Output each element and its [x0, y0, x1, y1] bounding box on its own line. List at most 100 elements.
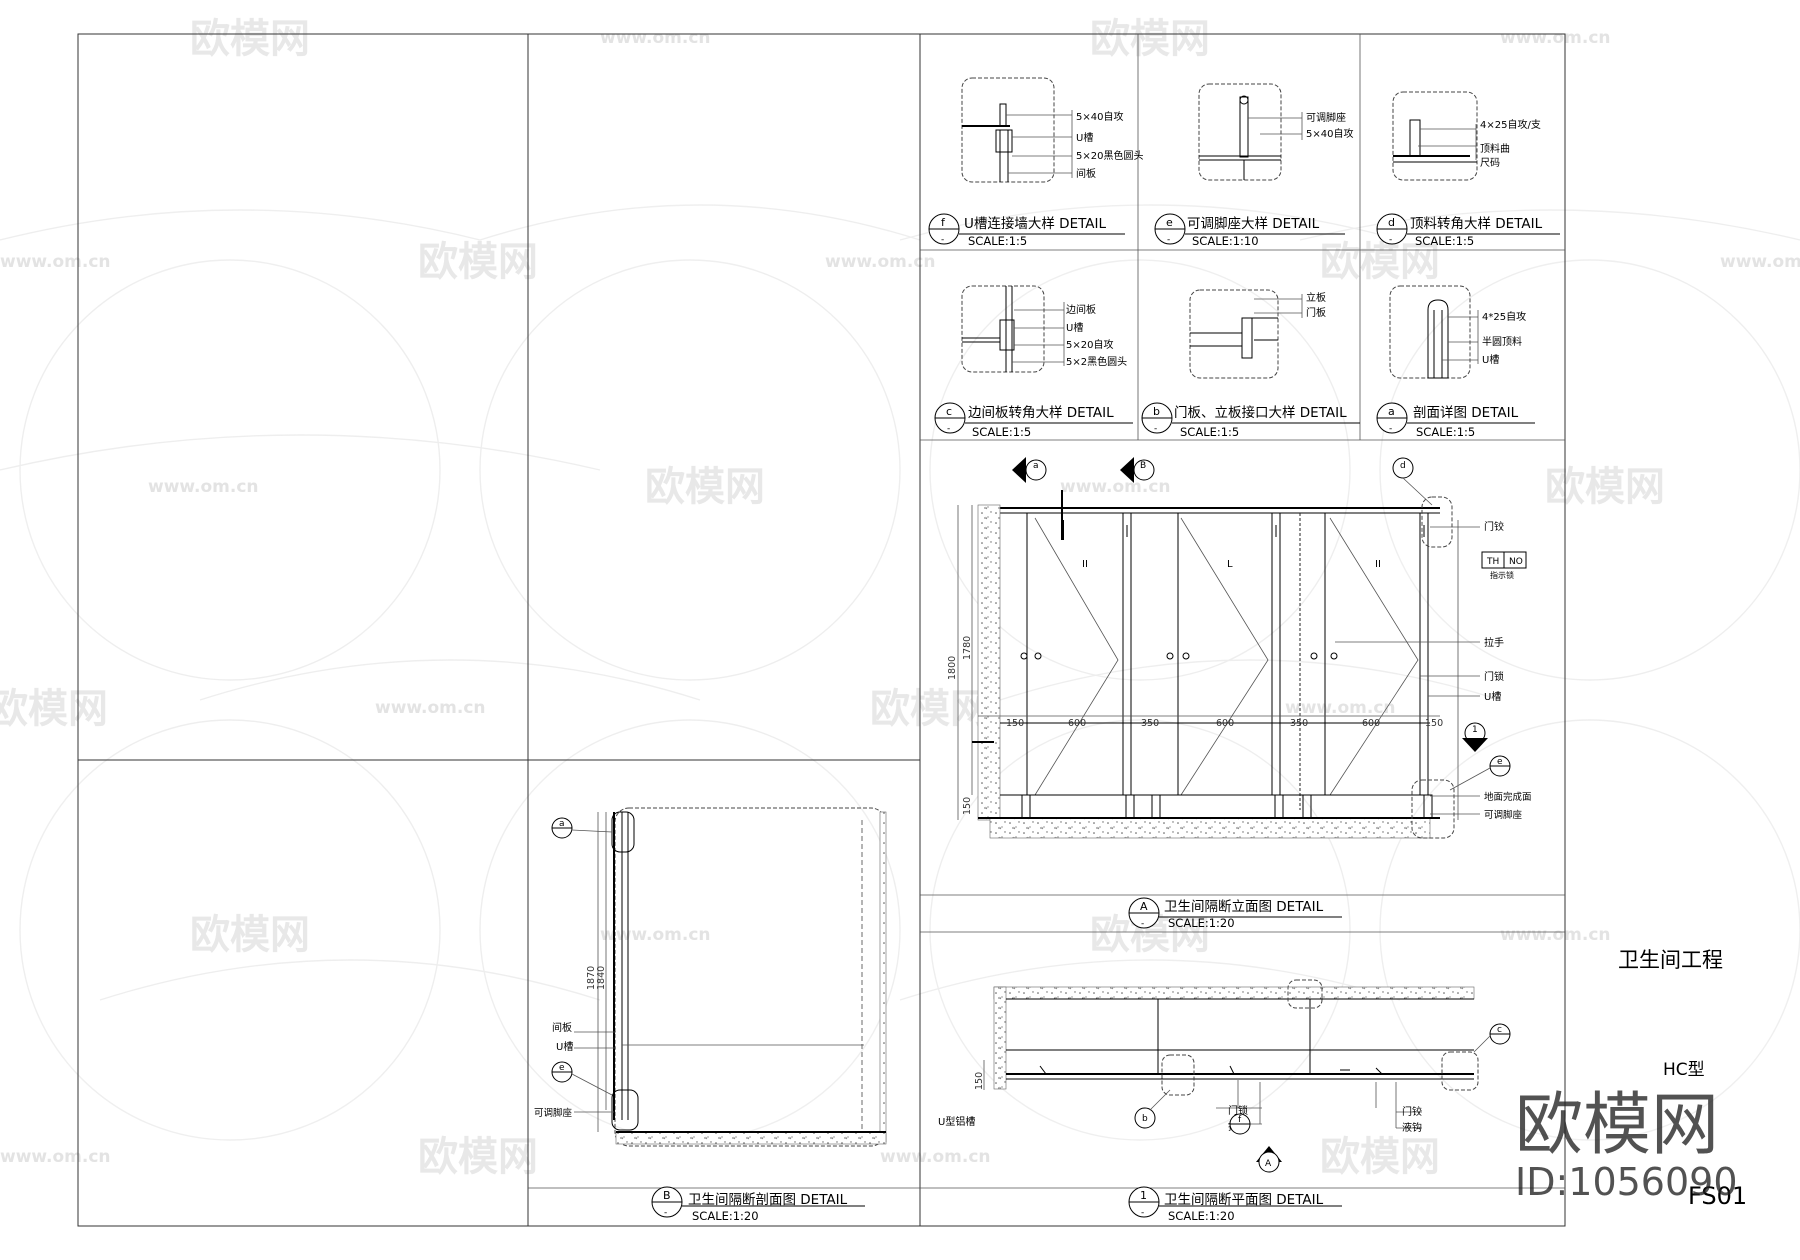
elev-ref-a: a — [1033, 461, 1039, 471]
detail-d: 4×25自攻/支 顶料曲 尺码 d - 顶料转角大样 DETAIL SCALE:… — [1376, 91, 1560, 248]
detail-b-scale: SCALE:1:5 — [1180, 425, 1239, 439]
sheet-number: FS01 — [1688, 1182, 1747, 1210]
watermark-url: www.om.cn — [1500, 28, 1611, 48]
note-f-3: 5×20黑色圆头 — [1076, 149, 1143, 162]
elevation-id: A — [1140, 900, 1148, 913]
sect-note-foot: 可调脚座 — [534, 1107, 573, 1119]
note-e-2: 5×40自攻 — [1306, 127, 1353, 140]
elev-note-lock: 门锁 — [1484, 670, 1504, 683]
elevation-scale: SCALE:1:20 — [1168, 916, 1235, 930]
note-c-3: 5×20自攻 — [1066, 338, 1113, 351]
elev-dim-h-1: 150 — [1006, 718, 1024, 729]
watermark-url: www.om.cn — [0, 1147, 111, 1167]
elev-note-hinge: 门铰 — [1484, 520, 1504, 533]
note-e-1: 可调脚座 — [1306, 111, 1346, 124]
detail-e-scale: SCALE:1:10 — [1192, 234, 1259, 248]
svg-text:-: - — [1389, 424, 1392, 434]
note-d-1: 4×25自攻/支 — [1480, 118, 1541, 131]
watermark-logo: 欧模网 — [1515, 1086, 1719, 1165]
detail-b-title: 门板、立板接口大样 DETAIL — [1174, 404, 1347, 421]
section-title: 卫生间隔断剖面图 DETAIL — [688, 1192, 848, 1208]
plan-drawing: 150 U型铝槽 门锁 拉手 门铰 液钩 c b f A 1 - 卫生间隔 — [938, 979, 1511, 1223]
note-a-1: 4*25自攻 — [1482, 310, 1526, 323]
sect-ref-a: a — [559, 819, 565, 829]
detail-c: 边间板 U槽 5×20自攻 5×2黑色圆头 c - 边间板转角大样 DETAIL… — [934, 285, 1133, 439]
detail-c-title: 边间板转角大样 DETAIL — [968, 405, 1114, 421]
section-drawing: 1870 1840 间板 U槽 可调脚座 a e B - 卫生间隔断剖面图 DE… — [534, 807, 887, 1223]
note-a-2: 半圆顶料 — [1482, 335, 1522, 348]
svg-text:-: - — [1389, 235, 1392, 245]
watermark-url: www.om.cn — [880, 1147, 991, 1167]
sect-dim-v-1: 1870 — [586, 966, 597, 990]
svg-text:-: - — [947, 424, 950, 434]
watermark-url: www.om.cn — [1060, 477, 1171, 497]
elev-note-th: TH — [1486, 557, 1499, 567]
note-f-2: U槽 — [1076, 131, 1093, 144]
elev-dim-v-3: 150 — [962, 797, 973, 815]
detail-b: 立板 门板 b - 门板、立板接口大样 DETAIL SCALE:1:5 — [1141, 289, 1360, 439]
sect-note-panel: 间板 — [552, 1021, 572, 1034]
svg-text:-: - — [664, 1208, 667, 1218]
note-f-4: 间板 — [1076, 167, 1096, 180]
svg-text:-: - — [1167, 235, 1170, 245]
plan-scale: SCALE:1:20 — [1168, 1209, 1235, 1223]
detail-d-scale: SCALE:1:5 — [1415, 234, 1474, 248]
elev-dim-h-2: 600 — [1068, 718, 1086, 729]
svg-text:L: L — [1227, 559, 1233, 570]
plan-id: 1 — [1140, 1189, 1147, 1202]
plan-ref-a: A — [1265, 1159, 1272, 1169]
watermark-brand: 欧模网 — [418, 1134, 538, 1180]
elev-note-floor: 地面完成面 — [1484, 791, 1532, 803]
watermark-brand: 欧模网 — [870, 686, 990, 732]
detail-e-id: e — [1166, 216, 1173, 229]
elev-dim-v-1: 1800 — [947, 656, 958, 680]
watermark-brand: 欧模网 — [190, 912, 310, 958]
watermark-brand: 欧模网 — [1090, 16, 1210, 62]
watermark-url: www.om.cn — [375, 698, 486, 718]
sect-ref-e: e — [559, 1063, 565, 1073]
watermark-id: ID:1056090 — [1515, 1160, 1738, 1204]
project-name: 卫生间工程 — [1618, 948, 1723, 972]
detail-e-title: 可调脚座大样 DETAIL — [1187, 216, 1320, 232]
plan-ref-c: c — [1497, 1025, 1502, 1035]
elev-note-indicator: 指示锁 — [1490, 570, 1514, 580]
plan-note-hinge: 门铰 — [1402, 1105, 1422, 1118]
watermark-brand: 欧模网 — [418, 239, 538, 285]
note-d-3: 尺码 — [1480, 157, 1500, 169]
sect-dim-v-2: 1840 — [596, 966, 607, 990]
plan-ref-f: f — [1238, 1115, 1242, 1125]
title-block: 卫生间工程 HC型 FS01 欧模网 ID:1056090 — [1515, 948, 1747, 1210]
note-f-1: 5×40自攻 — [1076, 110, 1123, 123]
watermark-url: www.om.cn — [148, 477, 259, 497]
watermark-brand: 欧模网 — [190, 16, 310, 62]
watermark-layer: 欧模网 欧模网 欧模网 欧模网 欧模网 欧模网 欧模网 欧模网 欧模网 欧模网 … — [0, 16, 1800, 1180]
svg-text:-: - — [1154, 424, 1157, 434]
watermark-url: www.om.cn — [1500, 925, 1611, 945]
detail-a-id: a — [1388, 405, 1395, 418]
elev-note-foot: 可调脚座 — [1484, 809, 1523, 821]
elev-dim-h-4: 600 — [1216, 718, 1234, 729]
detail-b-id: b — [1153, 405, 1160, 418]
detail-d-title: 顶料转角大样 DETAIL — [1410, 216, 1543, 232]
note-d-2: 顶料曲 — [1480, 142, 1510, 155]
detail-a-title: 剖面详图 DETAIL — [1413, 405, 1519, 421]
plan-ref-b: b — [1142, 1114, 1148, 1124]
type-label: HC型 — [1663, 1060, 1705, 1080]
detail-a: 4*25自攻 半圆顶料 U槽 a - 剖面详图 DETAIL SCALE:1:5 — [1376, 285, 1535, 439]
detail-a-scale: SCALE:1:5 — [1416, 425, 1475, 439]
svg-text:-: - — [1141, 919, 1144, 929]
watermark-url: www.om.cn — [1285, 698, 1396, 718]
plan-note-lock: 门锁 — [1228, 1104, 1248, 1117]
watermark-url: www.om.cn — [0, 252, 111, 272]
watermark-brand: 欧模网 — [645, 464, 765, 510]
detail-c-id: c — [946, 405, 952, 418]
watermark-url: www.om.cn — [600, 925, 711, 945]
watermark-brand: 欧模网 — [0, 686, 108, 732]
elevation-drawing: II L II 150 600 350 600 350 600 150 — [947, 457, 1532, 930]
watermark-url: www.om.cn — [1720, 252, 1800, 272]
elev-ref-b: B — [1140, 461, 1146, 471]
detail-e: 可调脚座 5×40自攻 e - 可调脚座大样 DETAIL SCALE:1:10 — [1154, 83, 1353, 248]
svg-text:-: - — [1141, 1208, 1144, 1218]
svg-text:II: II — [1375, 559, 1381, 570]
